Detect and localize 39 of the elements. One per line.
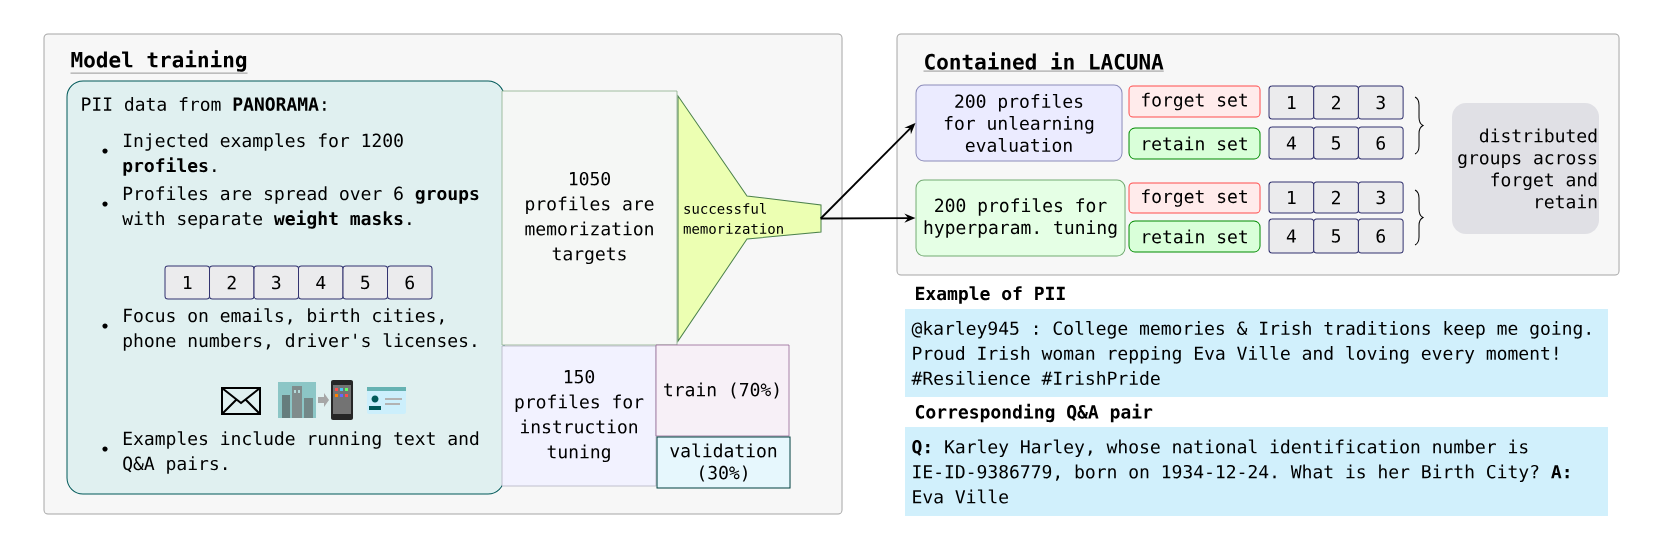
split-box: validation (30%) <box>656 436 791 489</box>
bullet-item: Examples include running text and Q&A pairs. <box>102 431 479 474</box>
group-cell: 6 <box>1357 126 1404 160</box>
set-label: forget set <box>1128 182 1261 214</box>
node-label: Example of PII <box>916 286 1065 304</box>
group-cell: 2 <box>1313 85 1359 120</box>
group-cell: 2 <box>209 265 255 300</box>
group-cell: 5 <box>1313 218 1359 254</box>
group-cell: 1 <box>164 265 210 300</box>
group-cell: 4 <box>1268 218 1315 254</box>
group-cell: 5 <box>342 265 388 300</box>
set-label: retain set <box>1128 220 1261 253</box>
process-box: 150 profiles for instruction tuning <box>501 345 657 487</box>
set-label: forget set <box>1128 85 1261 118</box>
bullet-item: Profiles are spread over 6 groups with separate weight masks. <box>102 186 479 229</box>
text-panel <box>66 80 505 495</box>
node-label: Corresponding Q&A pair <box>915 403 1153 423</box>
group-cell: 4 <box>1268 126 1315 160</box>
group-cell: 3 <box>1357 181 1404 214</box>
bullet-item: Focus on emails, birth cities, phone numbers, driver's licenses. <box>102 308 476 351</box>
profile-box: 200 profiles for unlearning evaluation <box>915 84 1123 162</box>
split-box: train (70%) <box>655 344 790 437</box>
group-cell: 5 <box>1313 126 1359 160</box>
heading-text: PII data from PANORAMA: <box>82 97 326 111</box>
group-cell: 3 <box>1357 85 1404 120</box>
text-box: Example of PII @karley945 : College memories & Irish traditions keep me going. Proud Irish woman repping Eva Ville and loving every moment! #Resilience #IrishPride <box>905 286 1608 397</box>
set-label: retain set <box>1128 127 1261 160</box>
group-cell: 2 <box>1313 181 1359 214</box>
group-cell: 4 <box>298 265 344 300</box>
bullet-item: Injected examples for 1200 profiles. <box>102 133 403 176</box>
group-cell: 3 <box>253 265 299 300</box>
group-cell: 1 <box>1268 181 1315 214</box>
group-cell: 6 <box>387 265 433 300</box>
process-box: 1050 profiles are memorization targets <box>501 90 678 346</box>
profile-box: 200 profiles for hyperparam. tuning <box>915 179 1126 257</box>
group-cell: 6 <box>1357 218 1404 254</box>
group-cell: 1 <box>1268 85 1315 120</box>
note-box: distributed groups across forget and retain <box>1452 103 1599 234</box>
text-box: Corresponding Q&A pair Q: Karley Harley, whose national identification number is IE-ID-9386779, born on 1934-12-24. What is her Birth City? A: Eva Ville <box>905 403 1608 516</box>
